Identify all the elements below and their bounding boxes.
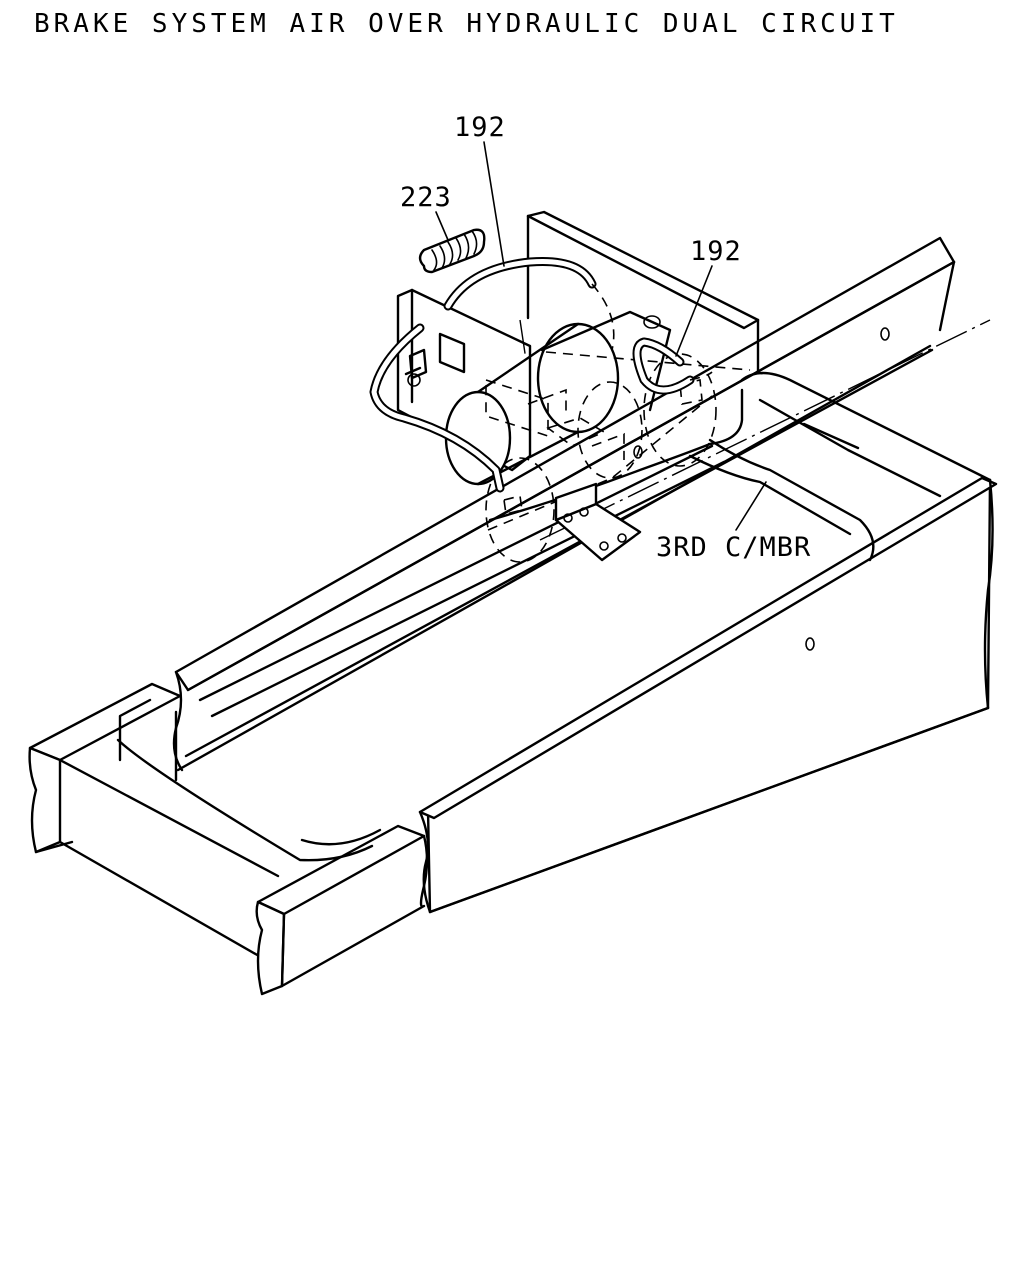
- callout-192-upper: 192: [454, 112, 506, 143]
- callouts: 192 223 192 3RD C/MBR: [400, 112, 811, 563]
- leader-223: [435, 211, 449, 241]
- rear-crossmember: [28, 682, 429, 996]
- rear-mounting-plate: [526, 210, 760, 330]
- centreline: [539, 319, 991, 541]
- callout-3rd-crossmember: 3RD C/MBR: [656, 532, 811, 563]
- brake-hoses: [369, 256, 713, 493]
- booster-body: [536, 322, 620, 434]
- leader-192-lower: [675, 265, 713, 357]
- spring-fitting-223: [418, 228, 486, 274]
- callout-223: 223: [400, 182, 452, 213]
- leader-3rd-crossmember: [735, 481, 767, 531]
- third-crossmember: [198, 371, 992, 846]
- right-frame-rail: [418, 476, 998, 914]
- leader-192-upper: [483, 141, 505, 267]
- callout-192-lower: 192: [690, 236, 742, 267]
- diagram-title: BRAKE SYSTEM AIR OVER HYDRAULIC DUAL CIR…: [34, 9, 899, 39]
- frame-assembly: [28, 236, 998, 996]
